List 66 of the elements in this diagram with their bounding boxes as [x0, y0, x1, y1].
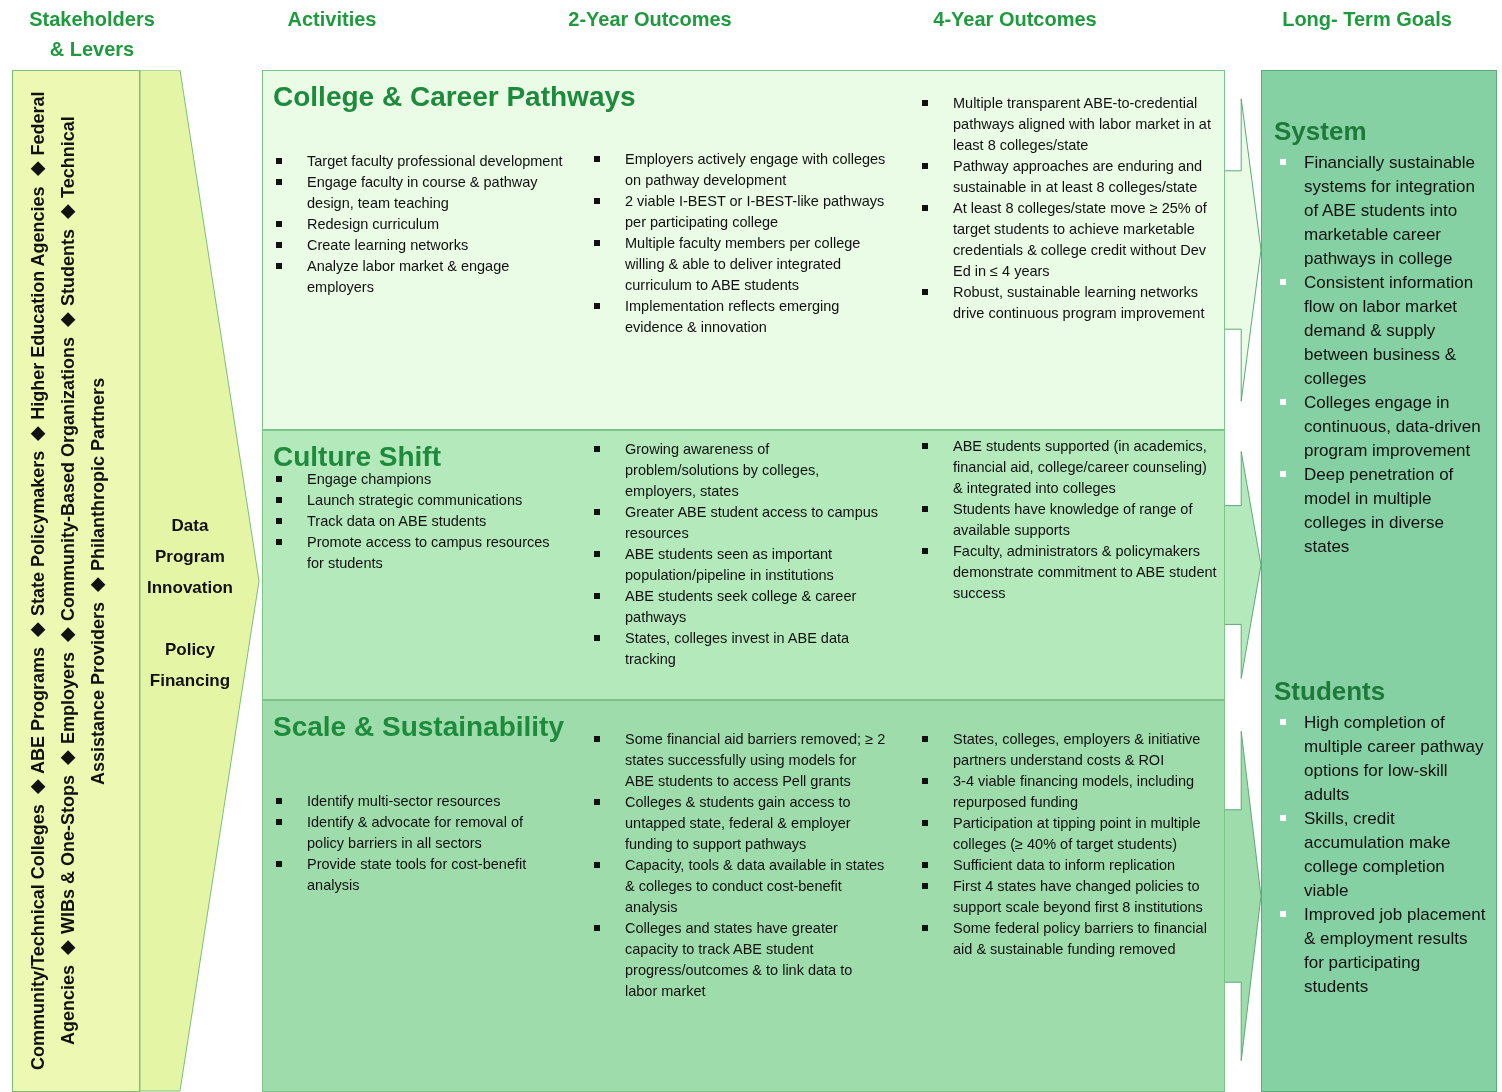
bullet-item: Improved job placement & employment results for participating students — [1274, 903, 1489, 999]
bullet-item: Track data on ABE students — [273, 511, 563, 532]
band-panel — [262, 700, 1225, 1092]
bullet-item: Employers actively engage with colleges on pathway development — [591, 149, 886, 191]
bullet-item: Identify & advocate for removal of policy barriers in all sectors — [273, 812, 563, 854]
stakeholder-panel — [12, 70, 140, 1092]
bullet-item: Provide state tools for cost-benefit analysis — [273, 854, 563, 896]
bullet-item: Deep penetration of model in multiple colleges in diverse states — [1274, 463, 1489, 559]
block-arrow — [1224, 98, 1262, 402]
bullet-item: Multiple transparent ABE-to-credential pathways aligned with labor market in at least 8 colleges/state — [919, 93, 1219, 156]
goals-panel — [1261, 70, 1497, 1092]
bullet-item: Target faculty professional development — [273, 151, 563, 172]
band-heading: Scale & Sustainability — [273, 711, 564, 743]
bullet-item: ABE students seen as important population/pipeline in institutions — [591, 544, 886, 586]
bullet-item: Financially sustainable systems for integration of ABE students into marketable career pathways in college — [1274, 151, 1489, 271]
bullet-item: First 4 states have changed policies to support scale beyond first 8 institutions — [919, 876, 1219, 918]
bullet-item: Some federal policy barriers to financial aid & sustainable funding removed — [919, 918, 1219, 960]
bullet-item: States, colleges, employers & initiative partners understand costs & ROI — [919, 729, 1219, 771]
bullet-item: Robust, sustainable learning networks drive continuous program improvement — [919, 282, 1219, 324]
bullet-item: High completion of multiple career pathway options for low-skill adults — [1274, 711, 1489, 807]
band-heading: College & Career Pathways — [273, 81, 636, 113]
lever-label: Data — [170, 515, 210, 537]
bullet-item: Colleges & students gain access to untapped state, federal & employer funding to support pathways — [591, 792, 886, 855]
bullet-item: Students have knowledge of range of available supports — [919, 499, 1219, 541]
bullet-item: Engage faculty in course & pathway design, team teaching — [273, 172, 563, 214]
bullet-item: Consistent information flow on labor market demand & supply between business & colleges — [1274, 271, 1489, 391]
bullet-item: Analyze labor market & engage employers — [273, 256, 563, 298]
bullet-item: Promote access to campus resources for students — [273, 532, 563, 574]
bullet-item: Identify multi-sector resources — [273, 791, 563, 812]
bullet-item: Capacity, tools & data available in states & colleges to conduct cost-benefit analysis — [591, 855, 886, 918]
bullet-item: Pathway approaches are enduring and sustainable in at least 8 colleges/state — [919, 156, 1219, 198]
column-header: Stakeholders & Levers — [28, 7, 156, 62]
bullet-item: Skills, credit accumulation make college completion viable — [1274, 807, 1489, 903]
bullet-item: 3-4 viable financing models, including repurposed funding — [919, 771, 1219, 813]
block-arrow — [1224, 730, 1262, 1062]
bullet-item: ABE students seek college & career pathways — [591, 586, 886, 628]
stakeholder-list: Community/Technical Colleges ◆ ABE Programs ◆ State Policymakers ◆ Higher Education Agencies ◆ Federal Agencies ◆ WIBs & One-Stops ◆ Employers ◆ Community-Based Organizations ◆ Students ◆ Technical Assistance Providers ◆ Philanthropic Partners — [23, 81, 131, 1081]
column-header: Long- Term Goals — [1281, 7, 1453, 32]
bullet-item: Create learning networks — [273, 235, 563, 256]
column-header: 2-Year Outcomes — [567, 7, 733, 32]
block-arrow — [1224, 451, 1262, 679]
bullet-item: Launch strategic communications — [273, 490, 563, 511]
goal-heading: Students — [1274, 676, 1386, 707]
bullet-item: Multiple faculty members per college willing & able to deliver integrated curriculum to ABE students — [591, 233, 886, 296]
bullet-item: Implementation reflects emerging evidence & innovation — [591, 296, 886, 338]
bullet-item: Growing awareness of problem/solutions by colleges, employers, states — [591, 439, 886, 502]
bullet-item: Faculty, administrators & policymakers demonstrate commitment to ABE student success — [919, 541, 1219, 604]
bullet-item: Some financial aid barriers removed; ≥ 2 states successfully using models for ABE students to access Pell grants — [591, 729, 886, 792]
bullet-item: Colleges and states have greater capacity to track ABE student progress/outcomes & to link data to labor market — [591, 918, 886, 1002]
bullet-item: At least 8 colleges/state move ≥ 25% of target students to achieve marketable credentials & college credit without Dev Ed in ≤ 4 years — [919, 198, 1219, 282]
bullet-item: 2 viable I-BEST or I-BEST-like pathways per participating college — [591, 191, 886, 233]
bullet-item: Sufficient data to inform replication — [919, 855, 1219, 876]
band-panel — [262, 430, 1225, 700]
lever-label: Policy — [163, 639, 217, 661]
goal-heading: System — [1274, 116, 1367, 147]
band-panel — [262, 70, 1225, 430]
lever-label: Program Innovation — [146, 546, 234, 599]
bullet-item: ABE students supported (in academics, financial aid, college/career counseling) & integrated into colleges — [919, 436, 1219, 499]
bullet-item: Redesign curriculum — [273, 214, 563, 235]
column-header: 4-Year Outcomes — [932, 7, 1098, 32]
bullet-item: Colleges engage in continuous, data-driven program improvement — [1274, 391, 1489, 463]
bullet-item: Participation at tipping point in multiple colleges (≥ 40% of target students) — [919, 813, 1219, 855]
column-header: Activities — [286, 7, 378, 32]
bullet-item: Greater ABE student access to campus resources — [591, 502, 886, 544]
bullet-item: States, colleges invest in ABE data tracking — [591, 628, 886, 670]
lever-label: Financing — [148, 670, 232, 692]
